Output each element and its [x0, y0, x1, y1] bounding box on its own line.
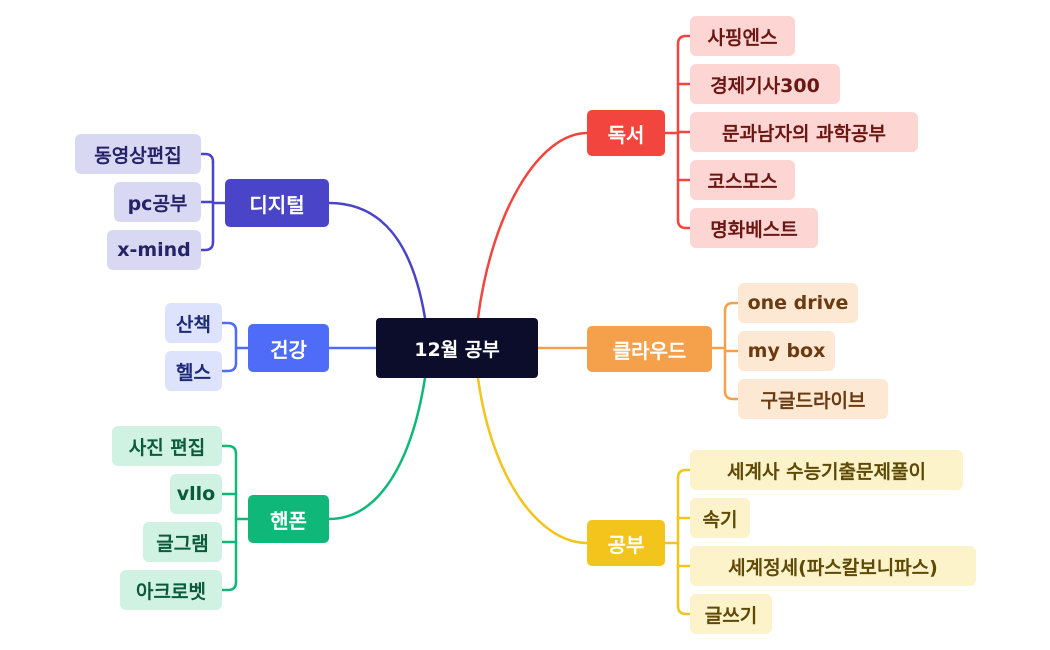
- connector-center-phone: [327, 376, 427, 521]
- leaf-reading-cosmos[interactable]: 코스모스: [690, 160, 795, 200]
- leaf-study-world[interactable]: 세계정세(파스칼보니파스): [690, 546, 976, 586]
- leaf-study-history[interactable]: 세계사 수능기출문제풀이: [690, 450, 963, 490]
- connector-health-tick-1: [220, 361, 238, 373]
- connector-reading-tick-4: [676, 218, 692, 230]
- leaf-digital-video[interactable]: 동영상편집: [75, 134, 201, 174]
- connector-digital-tick-0: [199, 152, 215, 164]
- branch-digital[interactable]: 디지털: [225, 179, 329, 227]
- leaf-study-shorthand[interactable]: 속기: [690, 498, 750, 538]
- leaf-cloud-googledrive[interactable]: 구글드라이브: [738, 379, 888, 419]
- connector-phone-tick-0: [220, 444, 238, 456]
- branch-study[interactable]: 공부: [587, 520, 665, 566]
- leaf-phone-vllo[interactable]: vllo: [170, 474, 222, 514]
- connector-study-tick-0: [676, 468, 692, 480]
- connector-center-reading: [476, 131, 589, 320]
- connector-phone-tick-3: [220, 580, 238, 592]
- branch-cloud[interactable]: 클라우드: [587, 326, 712, 372]
- leaf-digital-pc[interactable]: pc공부: [114, 182, 201, 222]
- connector-cloud-tick-0: [723, 301, 740, 313]
- branch-health[interactable]: 건강: [248, 324, 329, 372]
- leaf-reading-science[interactable]: 문과남자의 과학공부: [690, 112, 918, 152]
- leaf-cloud-mybox[interactable]: my box: [738, 331, 835, 371]
- leaf-study-writing[interactable]: 글쓰기: [690, 594, 772, 634]
- leaf-reading-sapiens[interactable]: 사핑엔스: [690, 16, 795, 56]
- branch-reading[interactable]: 독서: [587, 110, 665, 156]
- connector-cloud-tick-2: [723, 389, 740, 401]
- leaf-phone-glgram[interactable]: 글그램: [143, 522, 222, 562]
- leaf-phone-photo[interactable]: 사진 편집: [112, 426, 222, 466]
- leaf-reading-masterpieces[interactable]: 명화베스트: [690, 208, 818, 248]
- branch-phone[interactable]: 핸폰: [248, 495, 329, 543]
- connector-study-tick-3: [676, 604, 692, 616]
- leaf-health-gym[interactable]: 헬스: [165, 351, 222, 391]
- leaf-phone-acrobat[interactable]: 아크로벳: [120, 570, 222, 610]
- connector-center-digital: [327, 201, 427, 320]
- leaf-cloud-onedrive[interactable]: one drive: [738, 283, 858, 323]
- connector-reading-tick-0: [676, 34, 692, 46]
- leaf-reading-economy[interactable]: 경제기사300: [690, 64, 840, 104]
- leaf-digital-xmind[interactable]: x-mind: [107, 230, 201, 270]
- connector-digital-tick-2: [199, 240, 215, 252]
- central-topic[interactable]: 12월 공부: [376, 318, 538, 378]
- connector-health-tick-0: [220, 321, 238, 333]
- leaf-health-walk[interactable]: 산책: [165, 303, 222, 343]
- connector-center-study: [476, 376, 589, 545]
